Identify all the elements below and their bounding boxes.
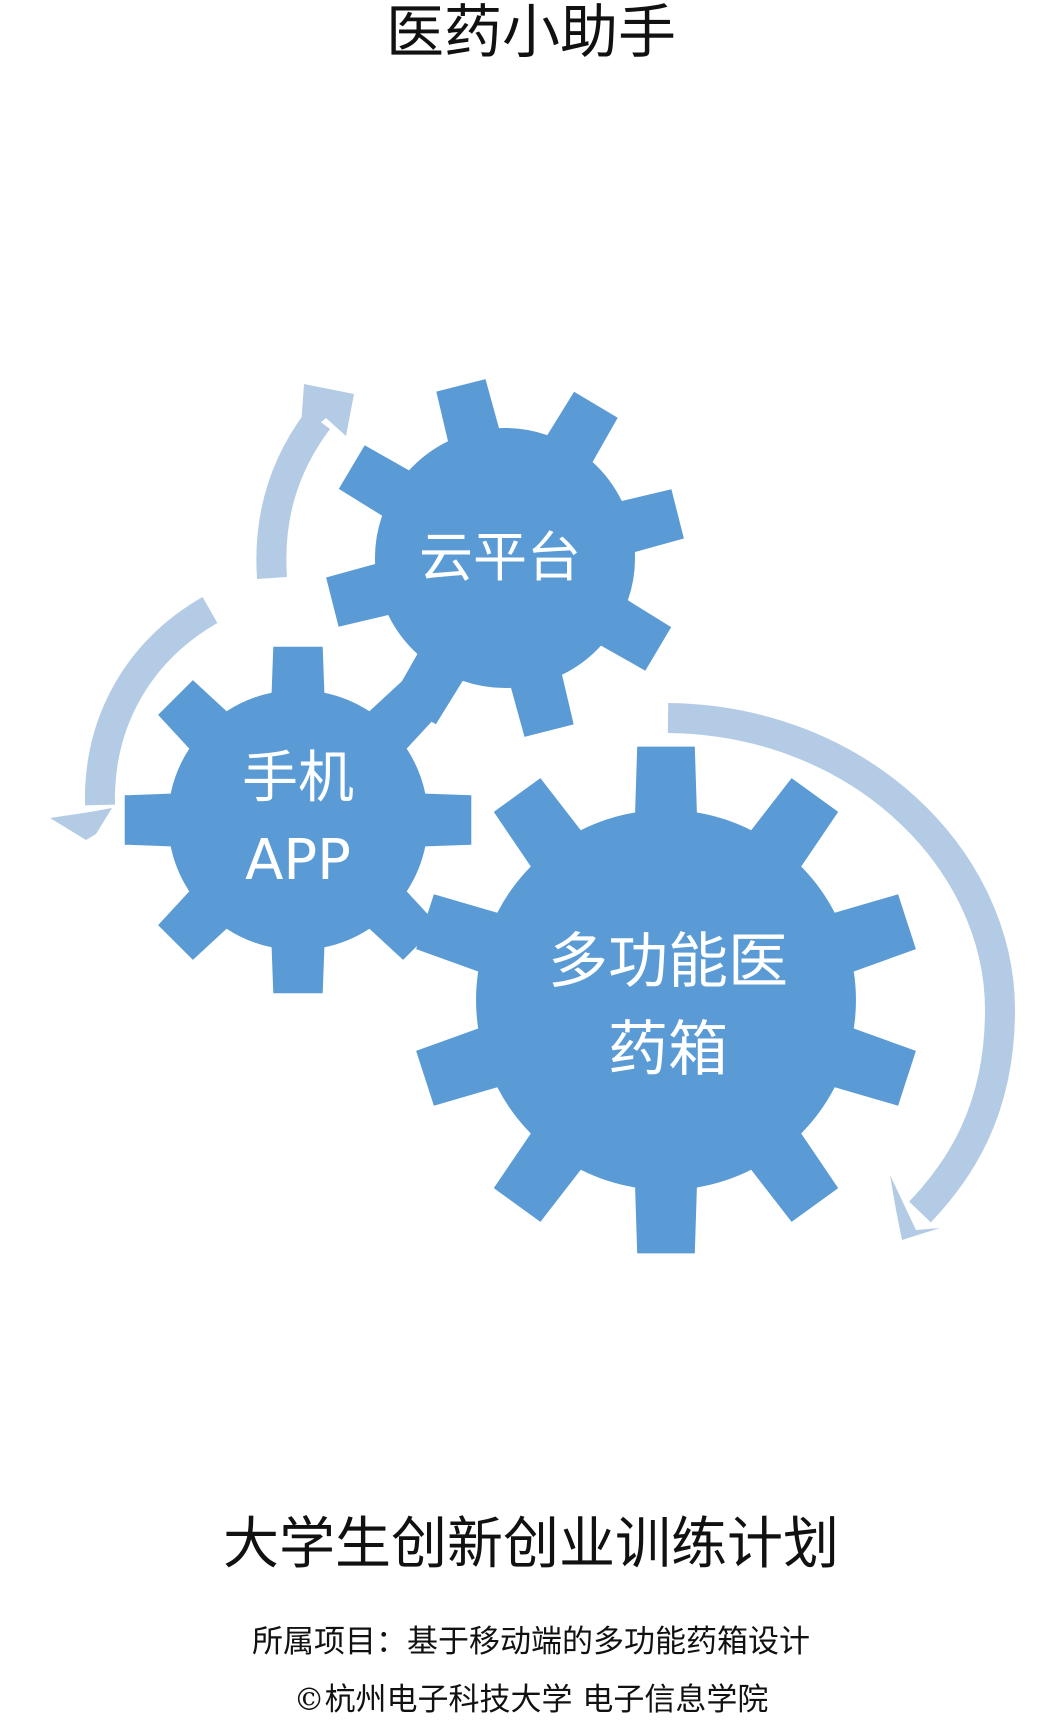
gears [124,379,916,1254]
page-title: 医药小助手 [385,0,676,66]
arrow-down-to-phone [50,596,218,840]
project-line: 所属项目：基于移动端的多功能药箱设计 [252,1624,810,1660]
gear-label-medicine-box: 多功能医 药箱 [548,927,788,1085]
gear-label-cloud-platform: 云平台 [419,526,581,589]
gear-label-mobile-app: 手机 APP [242,746,354,893]
gear-cloud-platform [326,379,684,737]
gear-mobile-app [124,646,472,994]
cycle-arrows [50,384,1016,1240]
copyright-line: ©杭州电子科技大学 电子信息学院 [293,1682,769,1718]
arrow-around-box [667,703,1016,1240]
arrow-up-to-cloud [256,384,354,580]
gear-medicine-box [416,746,916,1254]
program-title: 大学生创新创业训练计划 [223,1512,839,1577]
